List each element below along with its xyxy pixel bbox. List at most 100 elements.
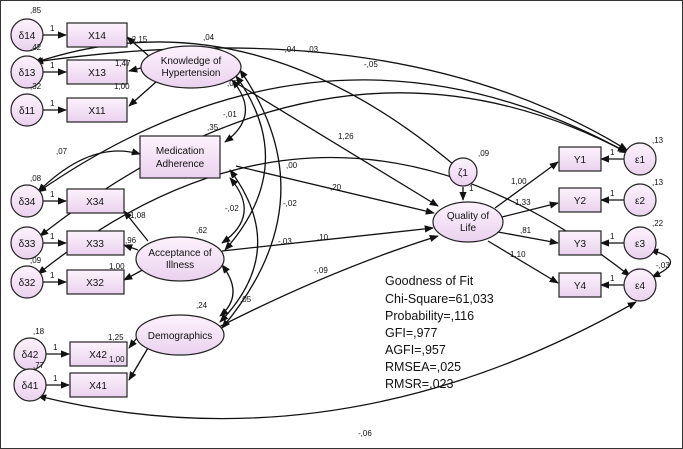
coef-qol-y3: ,81 [520,226,532,235]
coef-d33-path: 1 [50,232,55,241]
coef-qol-y1: 1,00 [511,177,527,186]
path-kh-x11 [128,81,157,107]
error-e4 [623,268,657,302]
medication-label-2: Adherence [156,159,205,170]
coef-d42-var: ,18 [33,327,45,336]
error-d34-label: δ34 [19,197,36,208]
coef-cov-ma-ai: -,02 [225,204,239,213]
error-d14-label: δ14 [19,31,36,42]
coef-cov-d34-ma: ,07 [56,147,68,156]
observed-medication-adherence [139,135,221,179]
box-x41 [69,372,128,398]
box-y2-label: Y2 [574,196,587,207]
error-e1-label: ε1 [635,155,645,166]
box-x33 [66,230,125,256]
cov-ma-dm [219,169,259,323]
coef-cov-kh-ai: ,00 [286,161,298,170]
coef-e3-path: 1 [610,232,615,241]
fit-chi-square: Chi-Square=61,033 [385,292,494,306]
coef-cov-kh-dm: -,02 [283,199,297,208]
coef-d11-var: ,32 [30,82,42,91]
coef-dm-qol: -,09 [314,266,328,275]
latent-knowledge [140,45,242,89]
latent-demographics [135,314,225,356]
disturbance-z1-label: ζ1 [458,168,468,179]
error-e3-label: ε3 [635,239,645,250]
latent-qol-label-2: Life [460,223,477,234]
cov-ai-dm [219,264,234,317]
coef-ai-x33: ,96 [125,236,137,245]
fit-probability: Probability=,116 [385,309,474,323]
coef-kh-x13: 1,47 [115,59,131,68]
coef-d13-path: 1 [50,61,55,70]
box-x33-label: X33 [86,239,104,250]
coef-cov-kh-ma: -,01 [223,110,237,119]
box-y1-label: Y1 [574,155,587,166]
coef-ma-qol: ,20 [330,183,342,192]
coef-ai-x34: 1,08 [130,211,146,220]
box-y4-label: Y4 [574,281,587,292]
coef-kh-x11: 1,00 [114,82,130,91]
medication-label-1: Medication [156,146,204,157]
coef-ma-r2: ,35 [207,123,219,132]
coef-d32-path: 1 [50,271,55,280]
box-y3 [558,230,602,256]
coef-e1-var: ,13 [652,136,664,145]
coef-cov-d13-z1: ,04 [203,33,215,42]
error-d33 [10,226,44,260]
goodness-of-fit: Goodness of Fit Chi-Square=61,033 Probab… [385,274,494,391]
box-x14-label: X14 [88,31,106,42]
coef-cov-d41-e4: -,06 [358,429,372,438]
latent-acceptance-label-1: Acceptance of [148,248,212,259]
coef-d14-var: ,85 [30,6,42,15]
cov-d13-e1 [34,47,628,151]
cov-d33-e1 [39,92,629,237]
box-x32 [66,269,125,295]
path-kh-x14 [126,36,151,58]
box-x13 [66,59,128,85]
error-d42-label: δ42 [22,350,39,361]
latent-quality-of-life [432,201,504,243]
cov-d41-e4 [37,301,637,420]
fit-rmsea: RMSEA=,025 [385,360,461,374]
box-x42 [69,341,128,367]
coef-dm-x41: 1,00 [109,355,125,364]
coef-dm-var: ,24 [196,301,208,310]
coef-cov-d34-e1: ,03 [307,45,319,54]
latent-demographics-label: Demographics [148,331,212,342]
indicator-boxes: X14 X13 X11 X34 X33 X32 X42 X41 Y1 Y2 Y3… [66,22,602,398]
error-e2-label: ε2 [635,196,645,207]
latent-knowledge-label-1: Knowledge of [161,56,222,67]
box-y3-label: Y3 [574,239,587,250]
error-d32 [10,265,44,299]
error-e1 [623,142,657,176]
error-d13 [10,55,44,89]
coef-cov-d32-e4: ,05 [227,79,239,88]
error-e3 [623,226,657,260]
box-y1 [558,146,602,172]
disturbance-z1 [448,157,478,187]
coef-z1-path: 1 [469,184,474,193]
coef-e1-path: 1 [610,148,615,157]
error-d13-label: δ13 [19,68,36,79]
cov-e3-e4 [649,248,672,278]
path-ai-x33 [123,244,139,252]
paths [33,31,672,420]
error-d11-label: δ11 [19,106,35,117]
coef-d34-var: ,08 [30,174,42,183]
coef-e3-var: ,22 [652,219,664,228]
coef-d42-path: 1 [53,343,58,352]
path-kh-x13 [128,65,142,73]
fit-rmsr: RMSR=,023 [385,377,453,391]
error-e4-label: ε4 [635,281,645,292]
coef-cov-e3-e4: -,03 [656,261,670,270]
latent-qol-label-1: Quality of [447,211,489,222]
latent-acceptance [135,236,225,282]
box-x34 [66,188,125,214]
fit-gfi: GFI=,977 [385,326,438,340]
coef-d41-path: 1 [53,374,58,383]
box-y4 [558,272,602,298]
coef-ai-var: ,62 [196,226,208,235]
box-y2 [558,187,602,213]
